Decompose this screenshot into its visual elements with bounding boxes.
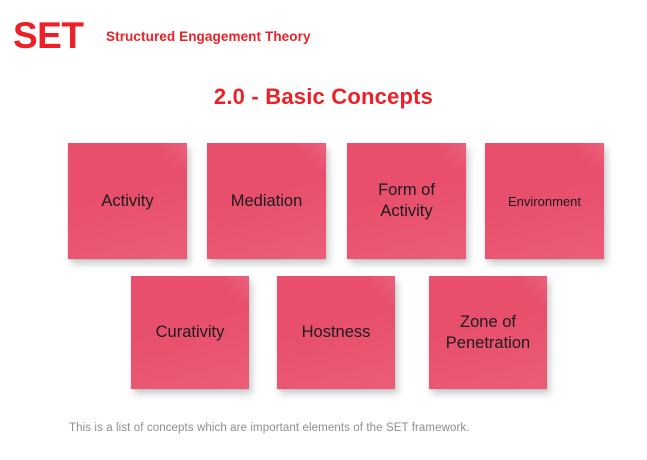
brand-logo: SET (13, 15, 84, 56)
concept-note-label: Curativity (155, 323, 225, 341)
concept-note[interactable]: Activity (68, 143, 187, 259)
concept-note-label: Hostness (301, 323, 371, 341)
slide-title: 2.0 - Basic Concepts (213, 84, 434, 109)
concept-note[interactable]: Hostness (277, 276, 395, 389)
concept-note-label: Environment (508, 193, 581, 209)
concept-note-label: Activity (101, 191, 154, 210)
page-header: SET Structured Engagement Theory (0, 0, 647, 68)
concept-note-label: Zone of Penetration (445, 312, 531, 352)
concept-note[interactable]: Mediation (207, 143, 326, 259)
concept-note[interactable]: Form of Activity (347, 143, 466, 259)
footer-caption: This is a list of concepts which are imp… (69, 422, 470, 434)
brand-tagline: Structured Engagement Theory (106, 29, 311, 44)
concept-note-label: Form of Activity (378, 181, 435, 220)
concept-note[interactable]: Zone of Penetration (429, 276, 547, 389)
concept-note[interactable]: Curativity (131, 276, 249, 389)
concept-note-label: Mediation (230, 191, 303, 210)
concept-note[interactable]: Environment (485, 143, 604, 259)
